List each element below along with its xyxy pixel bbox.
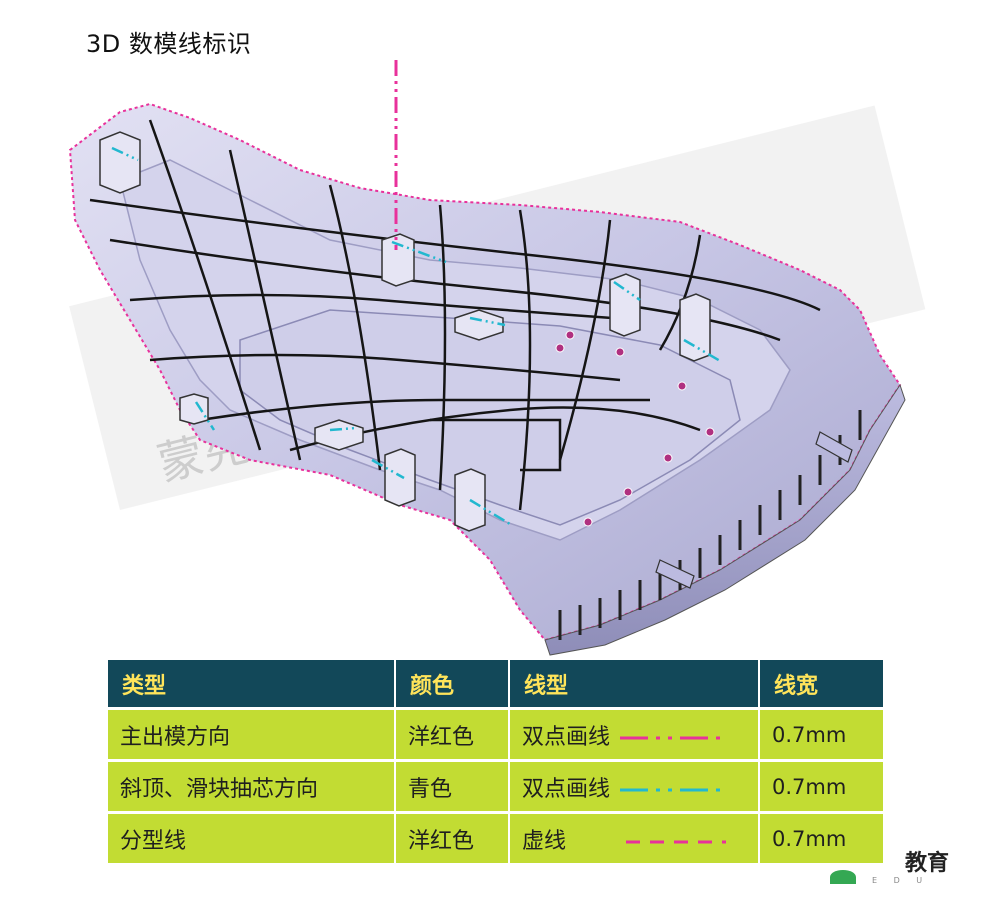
table-row: 分型线 洋红色 虚线 0.7mm	[108, 812, 885, 866]
brand-logo-mark	[830, 870, 856, 884]
cell-width: 0.7mm	[759, 812, 885, 866]
header-linetype: 线型	[509, 660, 760, 710]
cell-linetype: 虚线	[509, 812, 760, 866]
header-type: 类型	[108, 660, 396, 710]
cell-linetype: 双点画线	[509, 760, 760, 814]
header-color: 颜色	[395, 660, 510, 710]
table-header-row: 类型 颜色 线型 线宽	[108, 660, 885, 710]
cell-type: 分型线	[108, 812, 396, 866]
brand-logo-subtext: E D U	[872, 876, 930, 885]
cell-width: 0.7mm	[759, 708, 885, 762]
page-title: 3D 数模线标识	[86, 30, 252, 58]
magenta-dash-dot-dot-sample	[620, 736, 721, 739]
magenta-dashed-sample	[626, 840, 727, 843]
header-width: 线宽	[759, 660, 885, 710]
cell-type: 斜顶、滑块抽芯方向	[108, 760, 396, 814]
cyan-dash-dot-dot-sample	[620, 788, 721, 791]
linetype-label: 双点画线	[522, 724, 611, 750]
cell-linetype: 双点画线	[509, 708, 760, 762]
cell-color: 洋红色	[395, 708, 510, 762]
linetype-label: 双点画线	[522, 776, 611, 802]
brand-logo-text: 教育	[905, 850, 950, 876]
line-legend-table: 类型 颜色 线型 线宽 主出模方向 洋红色 双点画线 0.7mm 斜顶、滑块抽芯…	[108, 660, 885, 866]
table-row: 主出模方向 洋红色 双点画线 0.7mm	[108, 708, 885, 762]
table-row: 斜顶、滑块抽芯方向 青色 双点画线 0.7mm	[108, 760, 885, 814]
cell-width: 0.7mm	[759, 760, 885, 814]
cell-color: 洋红色	[395, 812, 510, 866]
linetype-label: 虚线	[522, 828, 567, 854]
3d-model-image	[68, 60, 906, 656]
cell-color: 青色	[395, 760, 510, 814]
cell-type: 主出模方向	[108, 708, 396, 762]
